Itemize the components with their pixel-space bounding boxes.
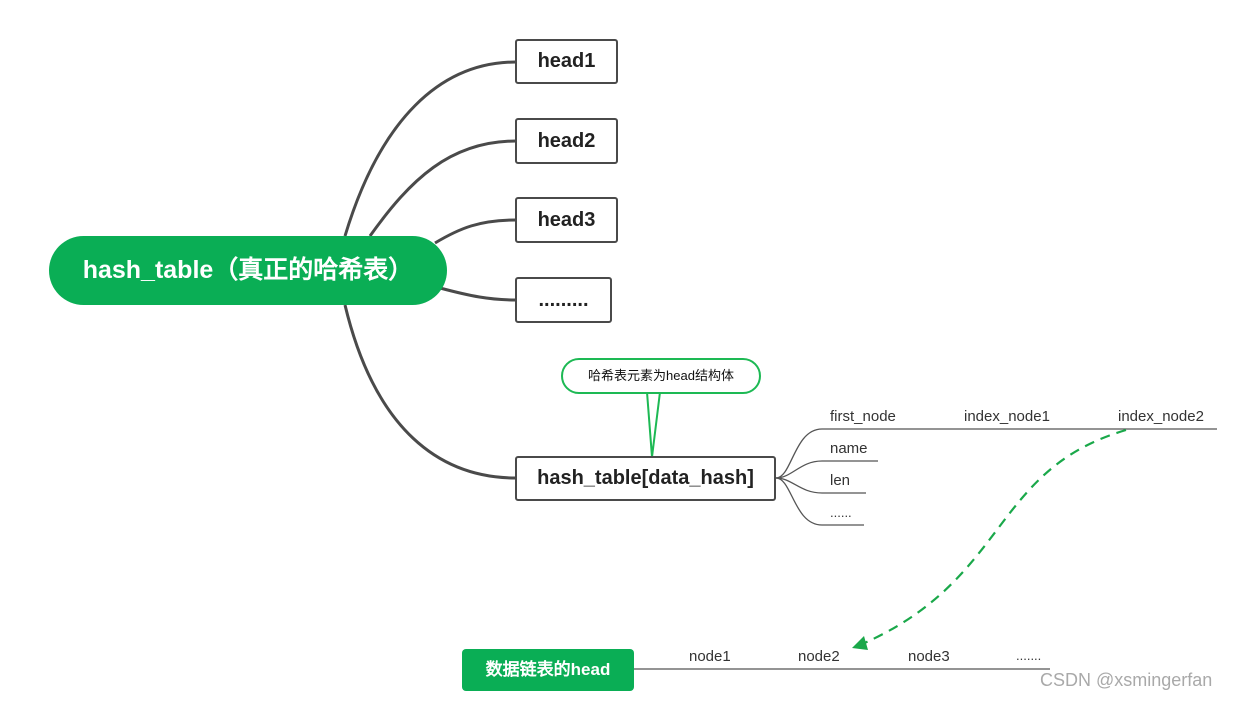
data-node-ellipsis: .......	[1016, 648, 1042, 663]
root-node: hash_table（真正的哈希表）	[49, 236, 447, 305]
ellipsis-node: .........	[515, 277, 612, 323]
branch-head2	[368, 139, 517, 237]
field-len: len	[830, 472, 851, 489]
hash-element-node: hash_table[data_hash]	[515, 456, 776, 501]
field-branch-len	[775, 477, 823, 494]
callout-bubble: 哈希表元素为head结构体	[561, 358, 761, 394]
field-name: name	[830, 440, 868, 457]
field-branch-name	[775, 460, 823, 479]
data-list-head-node: 数据链表的head	[462, 649, 634, 691]
callout-tail	[646, 391, 661, 458]
chain-index-node1: index_node1	[964, 408, 1050, 425]
head1-node: head1	[515, 39, 618, 84]
head2-node: head2	[515, 118, 618, 164]
field-ellipsis: ......	[830, 505, 852, 520]
watermark: CSDN @xsmingerfan	[1040, 670, 1213, 690]
branch-ellipsis	[439, 286, 517, 302]
branch-hash-element	[343, 304, 517, 480]
data-node1: node1	[689, 648, 731, 665]
field-branch-ellipsis	[775, 477, 823, 526]
branch-head1	[343, 60, 517, 237]
data-node3: node3	[908, 648, 950, 665]
chain-first-node: first_node	[830, 408, 896, 425]
chain-index-node2: index_node2	[1118, 408, 1204, 425]
head3-node: head3	[515, 197, 618, 243]
dashed-arrow	[859, 428, 1127, 647]
branch-head3	[434, 218, 517, 245]
arrow-head	[852, 636, 868, 650]
field-branch-first-node	[775, 428, 823, 479]
data-node2: node2	[798, 648, 840, 665]
